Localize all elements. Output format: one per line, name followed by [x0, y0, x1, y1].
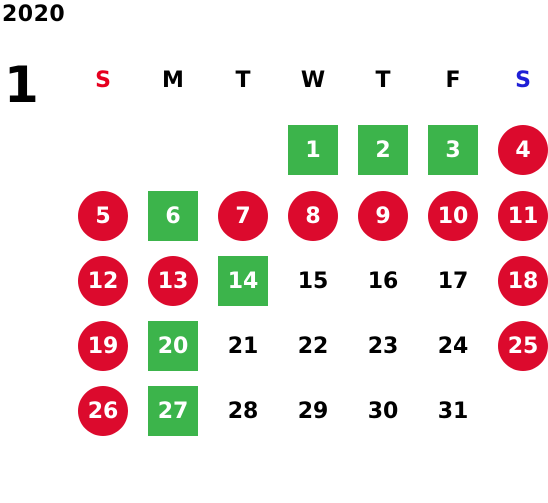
- calendar-day-11[interactable]: 11: [498, 191, 548, 241]
- weekday-label-0: S: [95, 68, 111, 93]
- calendar-day-12[interactable]: 12: [78, 256, 128, 306]
- calendar-day-1[interactable]: 1: [288, 125, 338, 175]
- calendar-day-18[interactable]: 18: [498, 256, 548, 306]
- weekday-label-6: S: [515, 68, 531, 93]
- calendar-day-15[interactable]: 15: [297, 268, 329, 294]
- calendar-day-2[interactable]: 2: [358, 125, 408, 175]
- calendar-day-3[interactable]: 3: [428, 125, 478, 175]
- calendar-day-9[interactable]: 9: [358, 191, 408, 241]
- calendar-day-27[interactable]: 27: [148, 386, 198, 436]
- calendar-day-19[interactable]: 19: [78, 321, 128, 371]
- calendar-day-7[interactable]: 7: [218, 191, 268, 241]
- calendar-day-5[interactable]: 5: [78, 191, 128, 241]
- calendar-day-26[interactable]: 26: [78, 386, 128, 436]
- calendar-day-8[interactable]: 8: [288, 191, 338, 241]
- calendar-day-30[interactable]: 30: [367, 398, 399, 424]
- calendar-day-31[interactable]: 31: [437, 398, 469, 424]
- calendar-day-28[interactable]: 28: [227, 398, 259, 424]
- calendar-day-25[interactable]: 25: [498, 321, 548, 371]
- calendar-day-16[interactable]: 16: [367, 268, 399, 294]
- weekday-label-2: T: [235, 68, 251, 93]
- calendar-day-13[interactable]: 13: [148, 256, 198, 306]
- calendar-day-24[interactable]: 24: [437, 333, 469, 359]
- calendar-day-4[interactable]: 4: [498, 125, 548, 175]
- weekday-label-1: M: [162, 68, 184, 93]
- calendar-year: 2020: [2, 2, 66, 27]
- calendar-day-6[interactable]: 6: [148, 191, 198, 241]
- calendar-day-23[interactable]: 23: [367, 333, 399, 359]
- calendar-day-22[interactable]: 22: [297, 333, 329, 359]
- calendar-day-20[interactable]: 20: [148, 321, 198, 371]
- weekday-label-4: T: [375, 68, 391, 93]
- calendar-month: 1: [4, 56, 39, 114]
- calendar-day-14[interactable]: 14: [218, 256, 268, 306]
- calendar-day-10[interactable]: 10: [428, 191, 478, 241]
- weekday-label-3: W: [300, 68, 326, 93]
- calendar-day-17[interactable]: 17: [437, 268, 469, 294]
- calendar-day-21[interactable]: 21: [227, 333, 259, 359]
- weekday-label-5: F: [445, 68, 461, 93]
- calendar-day-29[interactable]: 29: [297, 398, 329, 424]
